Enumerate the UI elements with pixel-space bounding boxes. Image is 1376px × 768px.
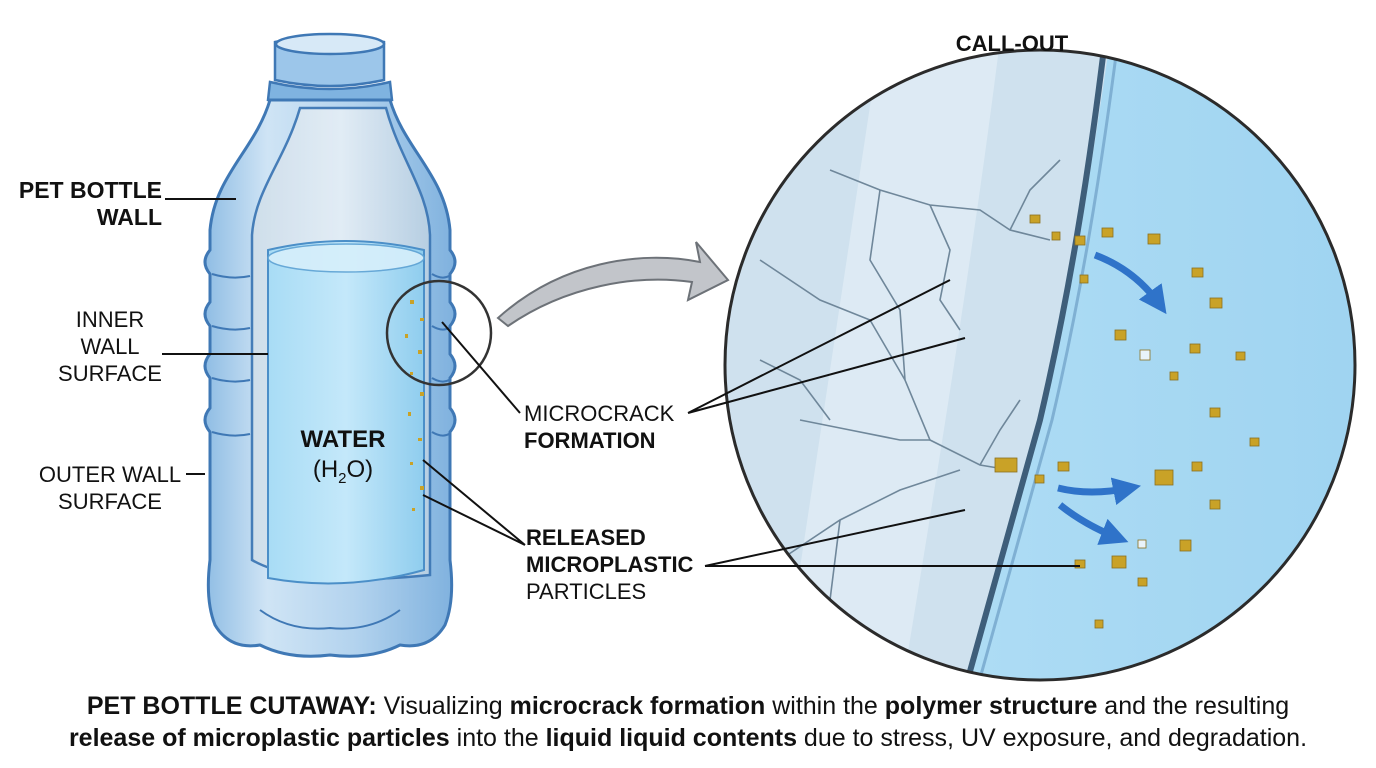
caption-t1: Visualizing (376, 692, 510, 720)
release-arrows (1057, 251, 1167, 545)
inner-line2: WALL (80, 334, 140, 359)
water-label: WATER (H2O) (288, 425, 398, 494)
released-microplastic-label: RELEASED MICROPLASTIC PARTICLES (526, 524, 693, 605)
caption-t5: due to stress, UV exposure, and degradat… (796, 724, 1308, 752)
magnifier-circle (385, 279, 493, 387)
microcrack-line1: MICROCRACK (524, 401, 675, 426)
microcrack-line2: FORMATION (524, 428, 656, 453)
water-line1: WATER (300, 426, 386, 453)
caption-line2: release of microplastic particles into t… (20, 722, 1356, 754)
caption-t4: into the (449, 724, 546, 752)
outer-wall-surface-label: OUTER WALL SURFACE (30, 461, 190, 515)
callout-magnified-view (723, 48, 1357, 682)
caption-t3: and the resulting (1097, 692, 1290, 720)
water-o: O) (346, 456, 374, 483)
bottle-water (267, 240, 425, 585)
pet-bottle (203, 32, 493, 658)
outer-line1: OUTER WALL (38, 462, 182, 487)
pet-bottle-wall-label: PET BOTTLE WALL (8, 177, 162, 231)
inner-line1: INNER (75, 307, 145, 332)
caption-line1: PET BOTTLE CUTAWAY: Visualizing microcra… (20, 690, 1356, 722)
outer-line2: SURFACE (58, 489, 162, 514)
inner-wall-surface-label: INNER WALL SURFACE (40, 306, 180, 387)
pet-wall-line2: WALL (96, 204, 162, 230)
caption-b3: release of microplastic particles (68, 724, 450, 752)
leader-lines (162, 198, 1080, 567)
caption-b4: liquid liquid contents (545, 724, 797, 752)
caption-lead: PET BOTTLE CUTAWAY: (86, 692, 377, 720)
water-sub: 2 (338, 469, 347, 487)
callout-title: CALL-OUT (955, 31, 1069, 56)
caption-b1: microcrack formation (509, 692, 766, 720)
inner-line3: SURFACE (58, 361, 162, 386)
released-line2: MICROPLASTIC (526, 552, 694, 577)
water-line2: (H2O) (288, 455, 398, 494)
caption-b2: polymer structure (884, 692, 1098, 720)
bottle-particles (405, 300, 424, 511)
released-line3: PARTICLES (526, 579, 647, 604)
figure-caption: PET BOTTLE CUTAWAY: Visualizing microcra… (20, 690, 1356, 754)
microcrack-formation-label: MICROCRACK FORMATION (524, 400, 674, 454)
pet-wall-line1: PET BOTTLE (18, 177, 162, 203)
water-h: (H (312, 456, 339, 483)
caption-t2: within the (765, 692, 885, 720)
released-line1: RELEASED (526, 525, 646, 550)
callout-arrow (496, 241, 730, 328)
callout-particles (994, 214, 1260, 629)
